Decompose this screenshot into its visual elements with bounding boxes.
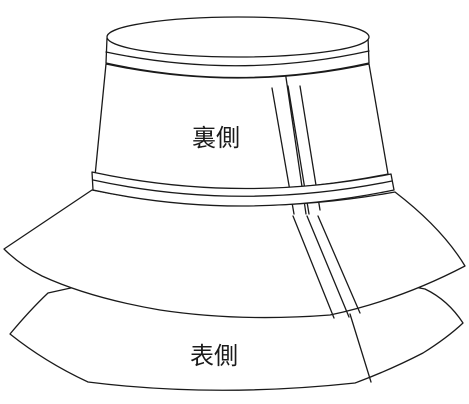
outer-side-label: 表側 [190, 342, 238, 370]
crown-band [91, 171, 395, 207]
inner-side-label: 裏側 [192, 124, 240, 152]
brim-seam-tape-left [292, 215, 335, 319]
crown-top-opening [105, 16, 370, 79]
brim-seam-tape-right [317, 215, 361, 314]
brim-seam-tape-mid [306, 215, 350, 318]
crown-top-rim [106, 16, 370, 58]
crown-body [94, 63, 389, 191]
crown-band-body [91, 171, 395, 207]
crown-band-stitch [92, 179, 393, 197]
crown-top-binding-stitch [105, 50, 370, 67]
lower-brim-seam [349, 313, 372, 383]
